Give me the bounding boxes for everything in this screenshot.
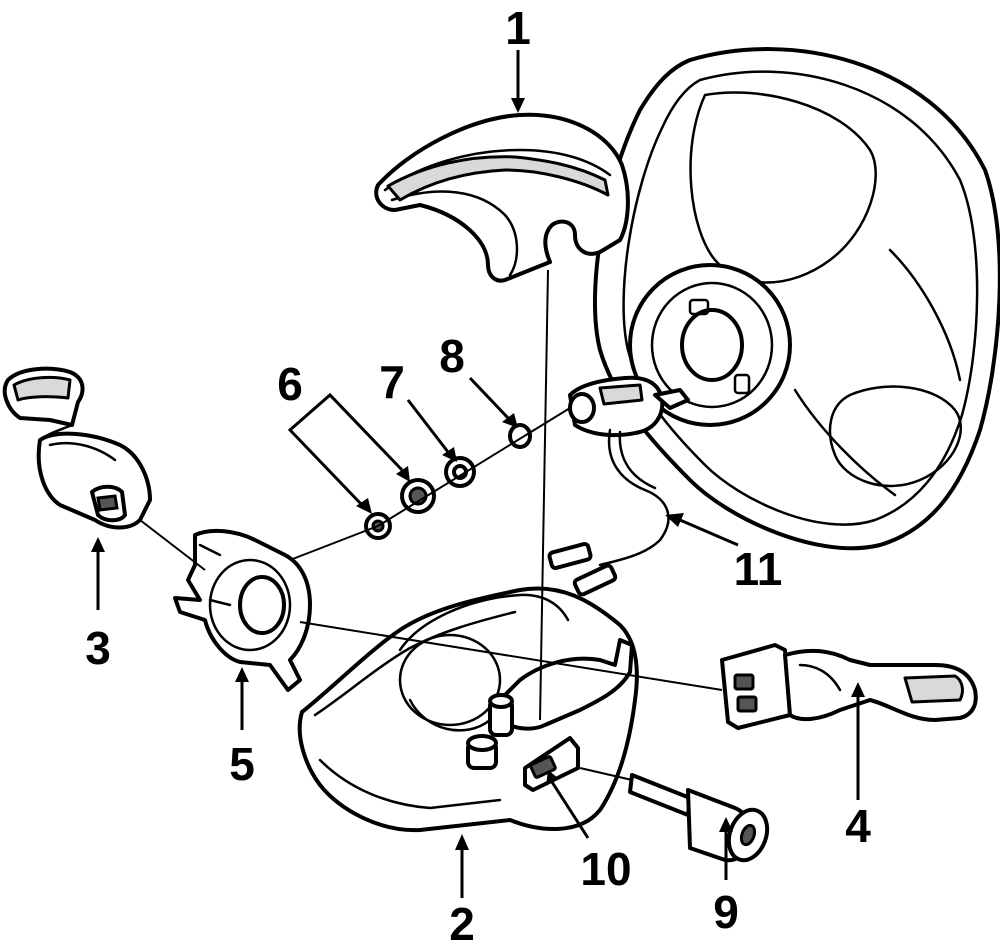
callout-9: 9 (713, 886, 739, 938)
callout-7: 7 (379, 356, 405, 408)
callout-11: 11 (734, 543, 783, 595)
combination-switch-right (720, 643, 978, 730)
callout-labels: 1 2 3 4 5 6 7 8 9 10 11 (85, 2, 871, 948)
callout-6: 6 (277, 358, 303, 410)
steering-wheel (593, 47, 1000, 551)
callout-1: 1 (505, 2, 531, 54)
callout-2: 2 (449, 898, 475, 948)
callout-8: 8 (439, 330, 465, 382)
column-lower-cover (297, 586, 639, 833)
callout-10: 10 (580, 843, 631, 895)
small-hardware (364, 423, 532, 540)
callout-4: 4 (845, 800, 871, 852)
ignition-lock-cylinder (628, 773, 770, 863)
callout-5: 5 (229, 738, 255, 790)
horn-pad-cover (374, 112, 630, 283)
assembly-lines (139, 269, 723, 781)
clock-spring-harness (547, 375, 690, 597)
leader-lines (91, 50, 865, 898)
switch-housing (173, 528, 312, 692)
callout-3: 3 (85, 622, 111, 674)
combination-switch-left (2, 366, 152, 530)
